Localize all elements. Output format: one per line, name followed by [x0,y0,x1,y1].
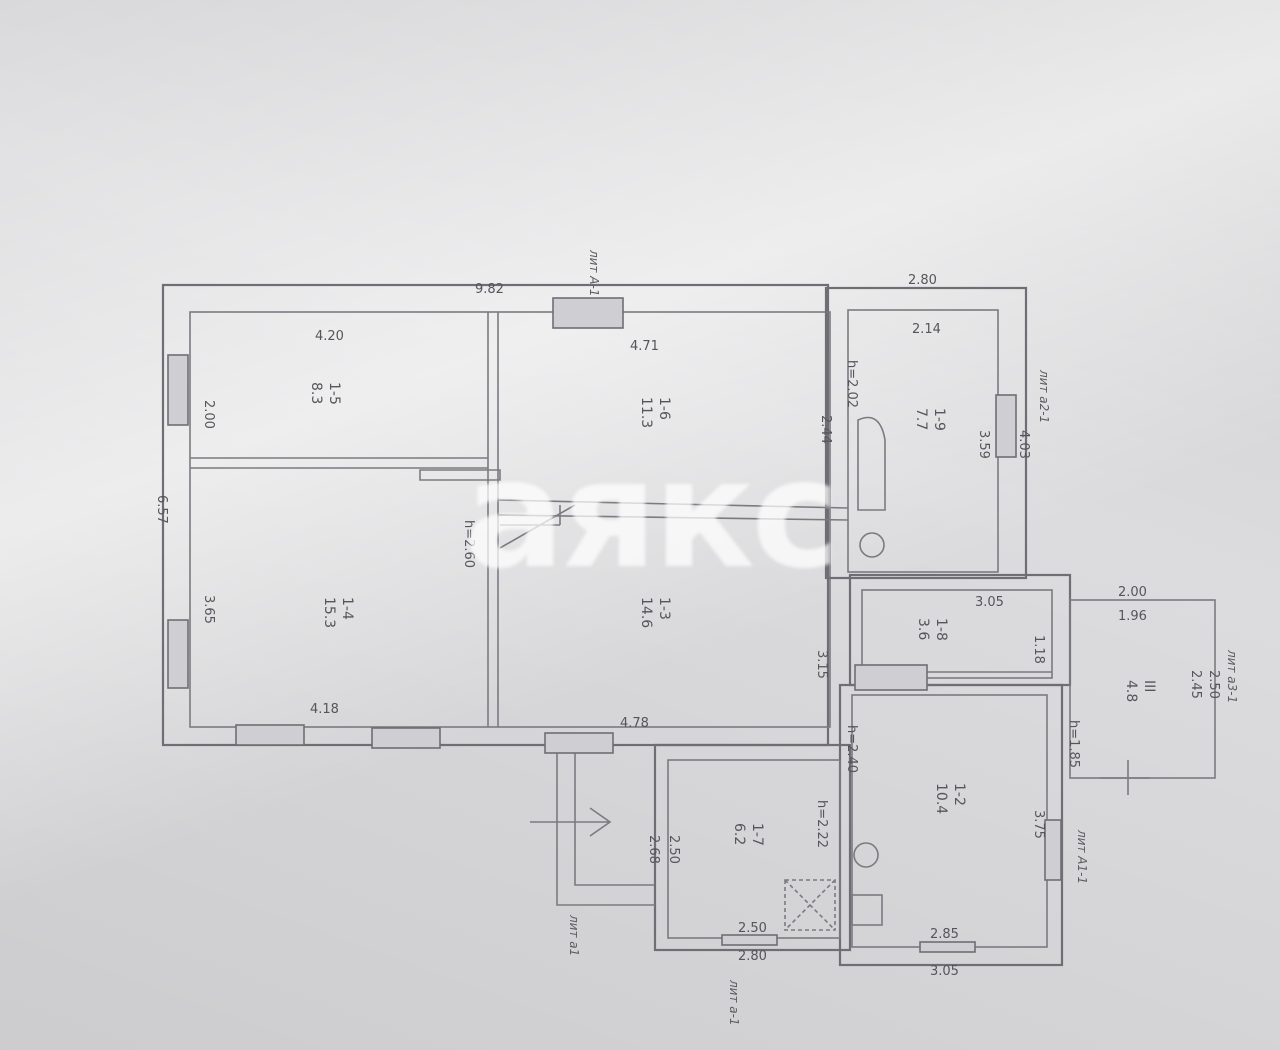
room-1-2-wall [838,683,1064,967]
dim-471: 4.71 [630,339,659,354]
room-label-1-9: 1-9 7.7 [913,408,947,431]
window-annex-right [995,394,1017,458]
dim-245: 2.45 [1188,670,1203,699]
litera-a1: лит а1 [567,914,581,956]
dim-200b: 2.00 [1118,585,1147,600]
entry-arrow-icon [530,807,612,837]
height-2: h=2.60 [461,520,476,568]
room-area: 7.7 [913,408,929,430]
room-1-8-inner [861,589,1053,679]
dim-268: 2.68 [646,835,661,864]
window-bottom-2 [371,727,441,749]
dim-403: 4.03 [1016,430,1031,459]
dim-left-outer: 6.57 [154,495,169,524]
dim-250a: 2.50 [1206,670,1221,699]
dim-478: 4.78 [620,716,649,731]
window-bottom-3 [544,732,614,754]
room-area: 4.8 [1123,680,1139,702]
litera-A1: лит А1-1 [1075,829,1089,884]
sink-icon [859,532,885,558]
dim-359: 3.59 [976,430,991,459]
dim-118: 1.18 [1031,635,1046,664]
dim-top-outer: 9.82 [475,282,504,297]
room-area: 8.3 [308,382,324,404]
dim-214: 2.14 [912,322,941,337]
window-bottom-1 [235,724,305,746]
room-label-1-3: 1-3 14.6 [638,597,672,628]
height-5: h=1.85 [1066,720,1081,768]
partition-horizontal-right [497,499,849,509]
room-id: 1-9 [931,408,947,431]
room-id: 1-5 [326,382,342,405]
litera-a3: лит а3-1 [1225,649,1239,703]
stove-icon [851,894,883,926]
dim-250b: 2.50 [666,835,681,864]
room-id: 1-8 [933,618,949,641]
annex-a2-outer-wall [824,286,1028,580]
dim-305b: 3.05 [930,964,959,979]
room-id: 1-6 [656,397,672,420]
room-label-1-2: 1-2 10.4 [933,783,967,814]
dim-285: 2.85 [930,927,959,942]
dim-250c: 2.50 [738,921,767,936]
room-area: 3.6 [915,618,931,640]
window-1-2-bottom [919,941,976,953]
dim-365: 3.65 [201,595,216,624]
height-4: h=2.22 [814,800,829,848]
stairs [419,469,576,549]
room-area: 14.6 [638,597,654,628]
room-id: 1-7 [749,823,765,846]
room-area: 6.2 [731,823,747,845]
dim-280: 2.80 [738,949,767,964]
room-label-1-8: 1-8 3.6 [915,618,949,641]
room-area: 11.3 [638,397,654,428]
litera-a2: лит а2-1 [1037,369,1051,423]
room-label-III: III 4.8 [1123,680,1157,702]
window-left-bottom [167,619,189,689]
height-3: h=2.40 [844,725,859,773]
main-house-outer-wall [161,283,830,747]
room-id: 1-4 [339,597,355,620]
door-1-8 [854,664,928,691]
dim-305a: 3.05 [975,595,1004,610]
room-label-1-4: 1-4 15.3 [321,597,355,628]
room-area: 15.3 [321,597,337,628]
dim-196: 1.96 [1118,609,1147,624]
window-top [552,297,624,329]
room-1-7-inner [667,759,841,939]
bathtub-icon [857,416,886,511]
dim-annex-top: 2.80 [908,273,937,288]
room-1-7-wall [653,743,852,952]
dim-375: 3.75 [1031,810,1046,839]
room-label-1-5: 1-5 8.3 [308,382,342,405]
stove-box-icon [784,879,836,931]
room-id: 1-3 [656,597,672,620]
window-1-2-right [1044,819,1062,881]
room-id: III [1141,680,1157,692]
dim-244: 2.44 [818,415,833,444]
dim-420: 4.20 [315,329,344,344]
height-1: h=2.02 [844,360,859,408]
dim-418: 4.18 [310,702,339,717]
litera-a: лит а-1 [727,979,741,1026]
room-id: 1-2 [951,783,967,806]
room-label-1-7: 1-7 6.2 [731,823,765,846]
room-area: 10.4 [933,783,949,814]
room-label-1-6: 1-6 11.3 [638,397,672,428]
porch-a1-wall [556,745,655,906]
litera-main: лит А-1 [587,249,601,296]
window-1-7-bottom [721,934,778,946]
dim-315: 3.15 [814,650,829,679]
watermark-logo: аякс [463,428,840,602]
window-left-top [167,354,189,426]
dim-200a: 2.00 [201,400,216,429]
sink-1-2-icon [853,842,879,868]
stove-cross-icon [784,879,836,931]
